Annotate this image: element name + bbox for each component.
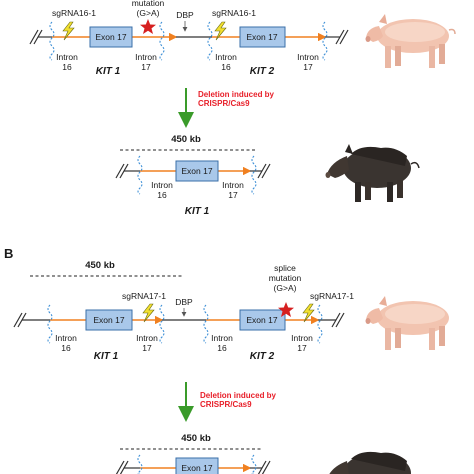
intron-label: 17 xyxy=(141,62,151,72)
intron-label: 16 xyxy=(61,343,71,353)
wild-boar-image xyxy=(325,144,420,202)
panel-a-genome-line xyxy=(29,29,349,45)
exon-label: Exon 17 xyxy=(93,315,124,325)
splice-label: splice xyxy=(274,263,296,273)
exon-box xyxy=(85,309,133,331)
cut-site-mark xyxy=(47,304,53,344)
panel-a-result-line xyxy=(115,163,271,179)
intron-label: Intron xyxy=(297,52,319,62)
intron-label: Intron xyxy=(222,180,244,190)
cut-site-mark xyxy=(251,155,257,195)
cut-site-mark xyxy=(159,21,165,61)
kit1-label: KIT 1 xyxy=(96,66,121,77)
sgrna-label: sgRNA17-1 xyxy=(310,291,354,301)
dbp-label: DBP xyxy=(176,10,194,20)
lightning-bolt-icon xyxy=(302,303,315,323)
sgrna-label: sgRNA16-1 xyxy=(52,8,96,18)
size-label: 450 kb xyxy=(85,260,115,271)
panel-b-genome-line xyxy=(13,312,345,328)
dbp-label: DBP xyxy=(175,297,193,307)
intron-label: 17 xyxy=(142,343,152,353)
kit1-label: KIT 1 xyxy=(94,351,119,362)
intron-label: Intron xyxy=(151,180,173,190)
panel-a: Exon 17 Exon 17 sgRNA16-1 sgRNA16-1 muta… xyxy=(29,0,349,217)
lightning-bolt-icon xyxy=(62,21,75,41)
cut-site-mark xyxy=(251,454,257,474)
splice-label: (G>A) xyxy=(274,283,297,293)
intron-label: Intron xyxy=(56,52,78,62)
exon-box xyxy=(239,26,286,48)
intron-label: Intron xyxy=(291,333,313,343)
intron-label: 17 xyxy=(228,190,238,200)
intron-label: Intron xyxy=(55,333,77,343)
cut-site-mark xyxy=(137,454,143,474)
sgrna-label: sgRNA17-1 xyxy=(122,291,166,301)
panel-b: B 450 kb splice mutation (G>A) sgRNA17-1… xyxy=(4,246,354,474)
cut-site-mark xyxy=(203,304,209,344)
deletion-label: Deletion induced by xyxy=(200,391,277,400)
mutation-label: (G>A) xyxy=(137,8,160,18)
domestic-pig-image xyxy=(365,14,456,68)
cut-site-mark xyxy=(49,21,55,61)
mutation-label: mutation xyxy=(132,0,165,8)
panel-label: B xyxy=(4,246,13,261)
mutation-star-icon xyxy=(278,302,294,317)
intron-label: Intron xyxy=(215,52,237,62)
exon-box xyxy=(239,309,286,331)
deletion-label: CRISPR/Cas9 xyxy=(198,99,250,108)
cut-site-mark xyxy=(317,304,323,344)
exon-box xyxy=(175,160,219,182)
intron-label: 16 xyxy=(157,190,167,200)
exon-label: Exon 17 xyxy=(181,463,212,473)
kit1-label: KIT 1 xyxy=(185,206,210,217)
exon-box xyxy=(175,457,219,474)
splice-label: mutation xyxy=(269,273,302,283)
domestic-pig-image xyxy=(365,296,449,350)
intron-label: 16 xyxy=(217,343,227,353)
intron-label: 17 xyxy=(297,343,307,353)
exon-label: Exon 17 xyxy=(181,166,212,176)
sgrna-label: sgRNA16-1 xyxy=(212,8,256,18)
panel-b-result-line xyxy=(115,460,271,474)
intron-label: Intron xyxy=(135,52,157,62)
lightning-bolt-icon xyxy=(214,21,227,41)
intron-label: Intron xyxy=(136,333,158,343)
cut-site-mark xyxy=(207,21,213,61)
exon-label: Exon 17 xyxy=(95,32,126,42)
kit2-label: KIT 2 xyxy=(250,66,275,77)
cut-site-mark xyxy=(322,21,328,61)
cut-site-mark xyxy=(137,155,143,195)
wild-boar-image xyxy=(329,451,411,474)
exon-box xyxy=(89,26,133,48)
deletion-label: CRISPR/Cas9 xyxy=(200,400,252,409)
deletion-label: Deletion induced by xyxy=(198,90,275,99)
mutation-star-icon xyxy=(140,19,156,34)
size-label: 450 kb xyxy=(171,134,201,145)
intron-label: 17 xyxy=(303,62,313,72)
intron-label: 16 xyxy=(62,62,72,72)
exon-label: Exon 17 xyxy=(246,315,277,325)
intron-label: 16 xyxy=(221,62,231,72)
kit2-label: KIT 2 xyxy=(250,351,275,362)
lightning-bolt-icon xyxy=(142,303,155,323)
size-label: 450 kb xyxy=(181,433,211,444)
cut-site-mark xyxy=(159,304,165,344)
intron-label: Intron xyxy=(211,333,233,343)
exon-label: Exon 17 xyxy=(246,32,277,42)
